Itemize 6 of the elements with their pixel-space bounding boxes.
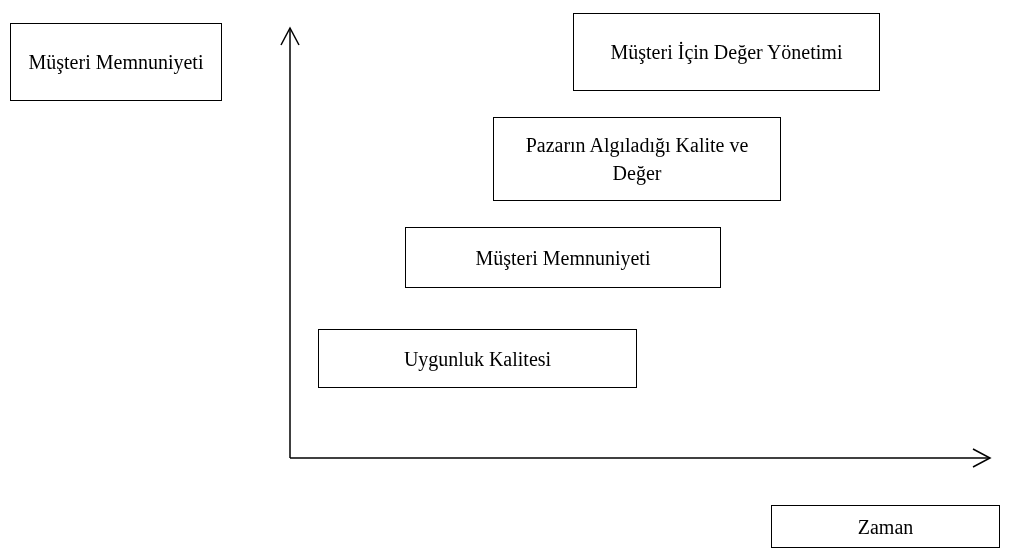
label-box: Müşteri İçin Değer Yönetimi	[573, 13, 880, 91]
label-box: Zaman	[771, 505, 1000, 548]
label-box: Müşteri Memnuniyeti	[10, 23, 222, 101]
label-box: Müşteri Memnuniyeti	[405, 227, 721, 288]
label-box: Pazarın Algıladığı Kalite ve Değer	[493, 117, 781, 201]
label-box: Uygunluk Kalitesi	[318, 329, 637, 388]
